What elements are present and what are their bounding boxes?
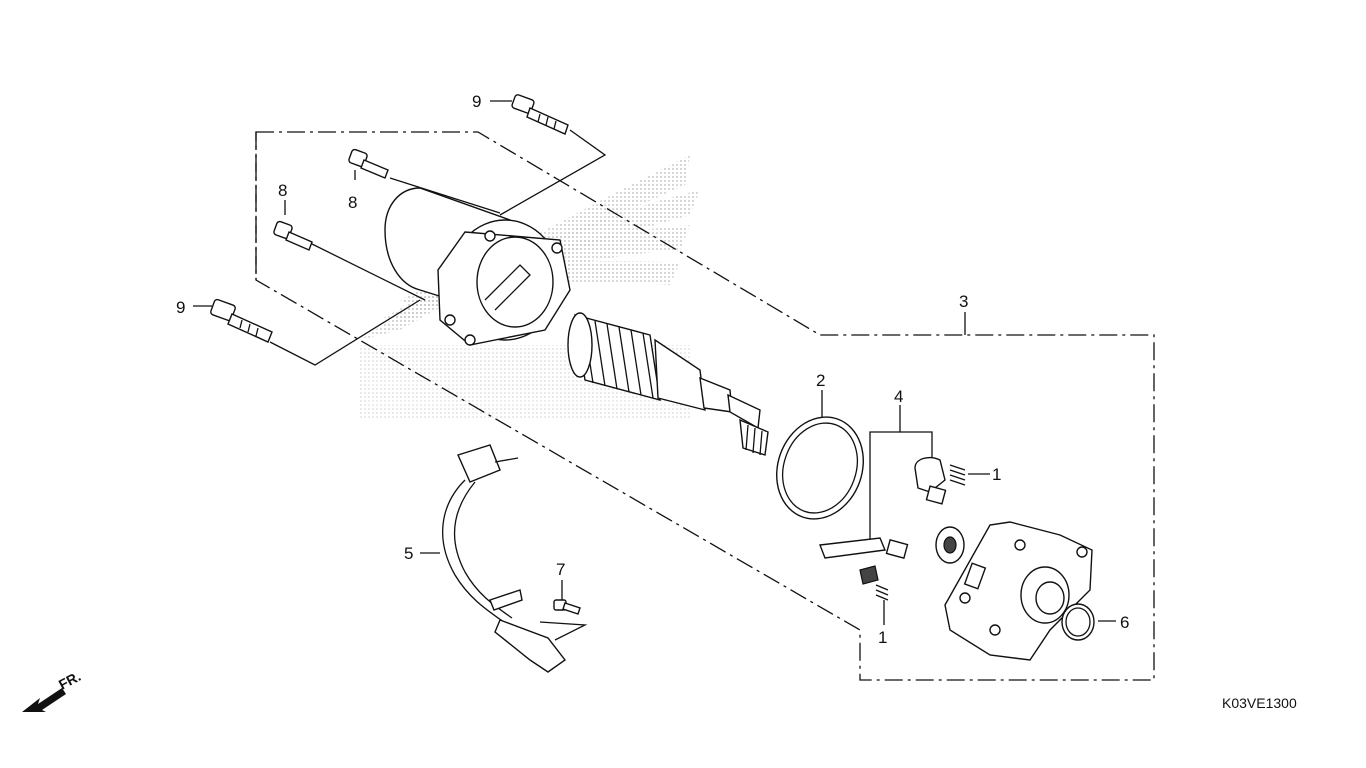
callout-6: 6 (1120, 613, 1129, 632)
bolt-8-lower (273, 220, 313, 251)
callout-8-left: 8 (278, 181, 287, 200)
brush-set-4 (819, 456, 947, 585)
end-cover (944, 521, 1093, 661)
callout-3: 3 (959, 292, 968, 311)
screw-7 (539, 599, 588, 641)
o-ring-6 (1061, 603, 1095, 641)
o-ring-2 (776, 416, 864, 520)
fr-label: FR. (56, 668, 83, 693)
callout-9-top: 9 (472, 92, 481, 111)
starter-cable-5 (442, 444, 567, 673)
leader-lines (193, 100, 1116, 625)
callout-9-left: 9 (176, 298, 185, 317)
flange-bolt-9-top (511, 94, 569, 135)
fr-arrow-icon: FR. (22, 668, 83, 712)
assembly-outline-motor (255, 131, 1155, 681)
spring-1-upper (949, 464, 966, 486)
spring-1-lower (875, 584, 889, 601)
armature (567, 312, 769, 456)
motor-case (384, 187, 571, 346)
callout-4: 4 (894, 387, 903, 406)
drawing-code: K03VE1300 (1222, 695, 1297, 711)
callout-8-upper: 8 (348, 193, 357, 212)
callout-5: 5 (404, 544, 413, 563)
callout-7: 7 (556, 560, 565, 579)
callout-1-upper: 1 (992, 465, 1001, 484)
flange-bolt-9-lower (210, 298, 273, 343)
callout-1-lower: 1 (878, 628, 887, 647)
callout-2: 2 (816, 371, 825, 390)
bolt-8-upper (348, 148, 389, 179)
bearing (935, 526, 965, 564)
